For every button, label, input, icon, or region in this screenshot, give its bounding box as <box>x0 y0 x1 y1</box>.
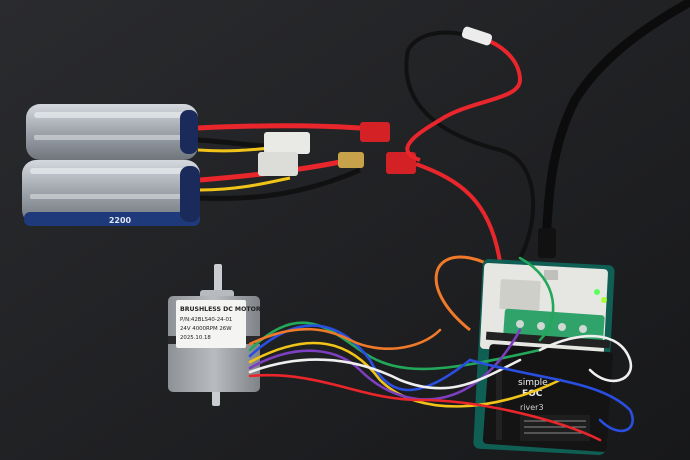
wire-yellow <box>248 341 562 408</box>
screw-terminal-block <box>503 308 605 342</box>
bldc-motor: BRUSHLESS DC MOTOR P/N:42BLS40-24-01 24V… <box>168 264 261 406</box>
usb-port <box>544 270 558 280</box>
usb-cable <box>541 0 690 255</box>
balance-connector-top <box>264 132 310 154</box>
motor-label-line1: BRUSHLESS DC MOTOR <box>180 306 261 313</box>
status-led <box>601 297 607 303</box>
t-connector-bottom <box>386 152 416 174</box>
wire-red <box>248 373 602 442</box>
battery-lead-red-top <box>197 123 361 131</box>
battery-lead-black-bottom <box>199 167 361 201</box>
controller-board: simple FOC river3 <box>473 258 615 456</box>
motor-label-line2: P/N:42BLS40-24-01 <box>180 317 232 323</box>
power-led <box>594 289 600 295</box>
balance-connector-bottom <box>258 152 298 176</box>
motor-label-line3: 24V 4000RPM 26W <box>180 326 232 332</box>
battery-brand-label: 2200 <box>109 216 132 225</box>
motor-label-sticker <box>176 300 246 348</box>
power-lead-black <box>404 49 536 259</box>
motor-shaft-top <box>214 264 222 294</box>
shield-label: river3 <box>520 403 544 412</box>
wire-blue-loop <box>468 358 634 433</box>
wire-white <box>248 358 522 390</box>
power-lead-red-loop <box>405 34 523 162</box>
board-logo-foc: FOC <box>522 389 543 399</box>
board-logo-simple: simple <box>518 378 548 388</box>
motor-label-line4: 2025.10.18 <box>180 335 211 341</box>
heat-shrink-sleeve <box>461 26 493 46</box>
battery-pack-top <box>26 104 198 160</box>
header-pins-left <box>496 360 502 440</box>
usb-plug <box>538 228 556 258</box>
battery-pack-bottom: 2200 <box>22 160 200 226</box>
wire-green-upper <box>518 256 555 342</box>
power-lead-red <box>415 162 502 263</box>
wire-white-loop <box>538 334 633 383</box>
balance-lead-yellow-2 <box>199 176 291 192</box>
motor-wire-bundle <box>248 256 634 442</box>
wire-orange <box>248 327 442 350</box>
t-connector-top <box>360 122 390 142</box>
bullet-connector <box>338 152 364 168</box>
